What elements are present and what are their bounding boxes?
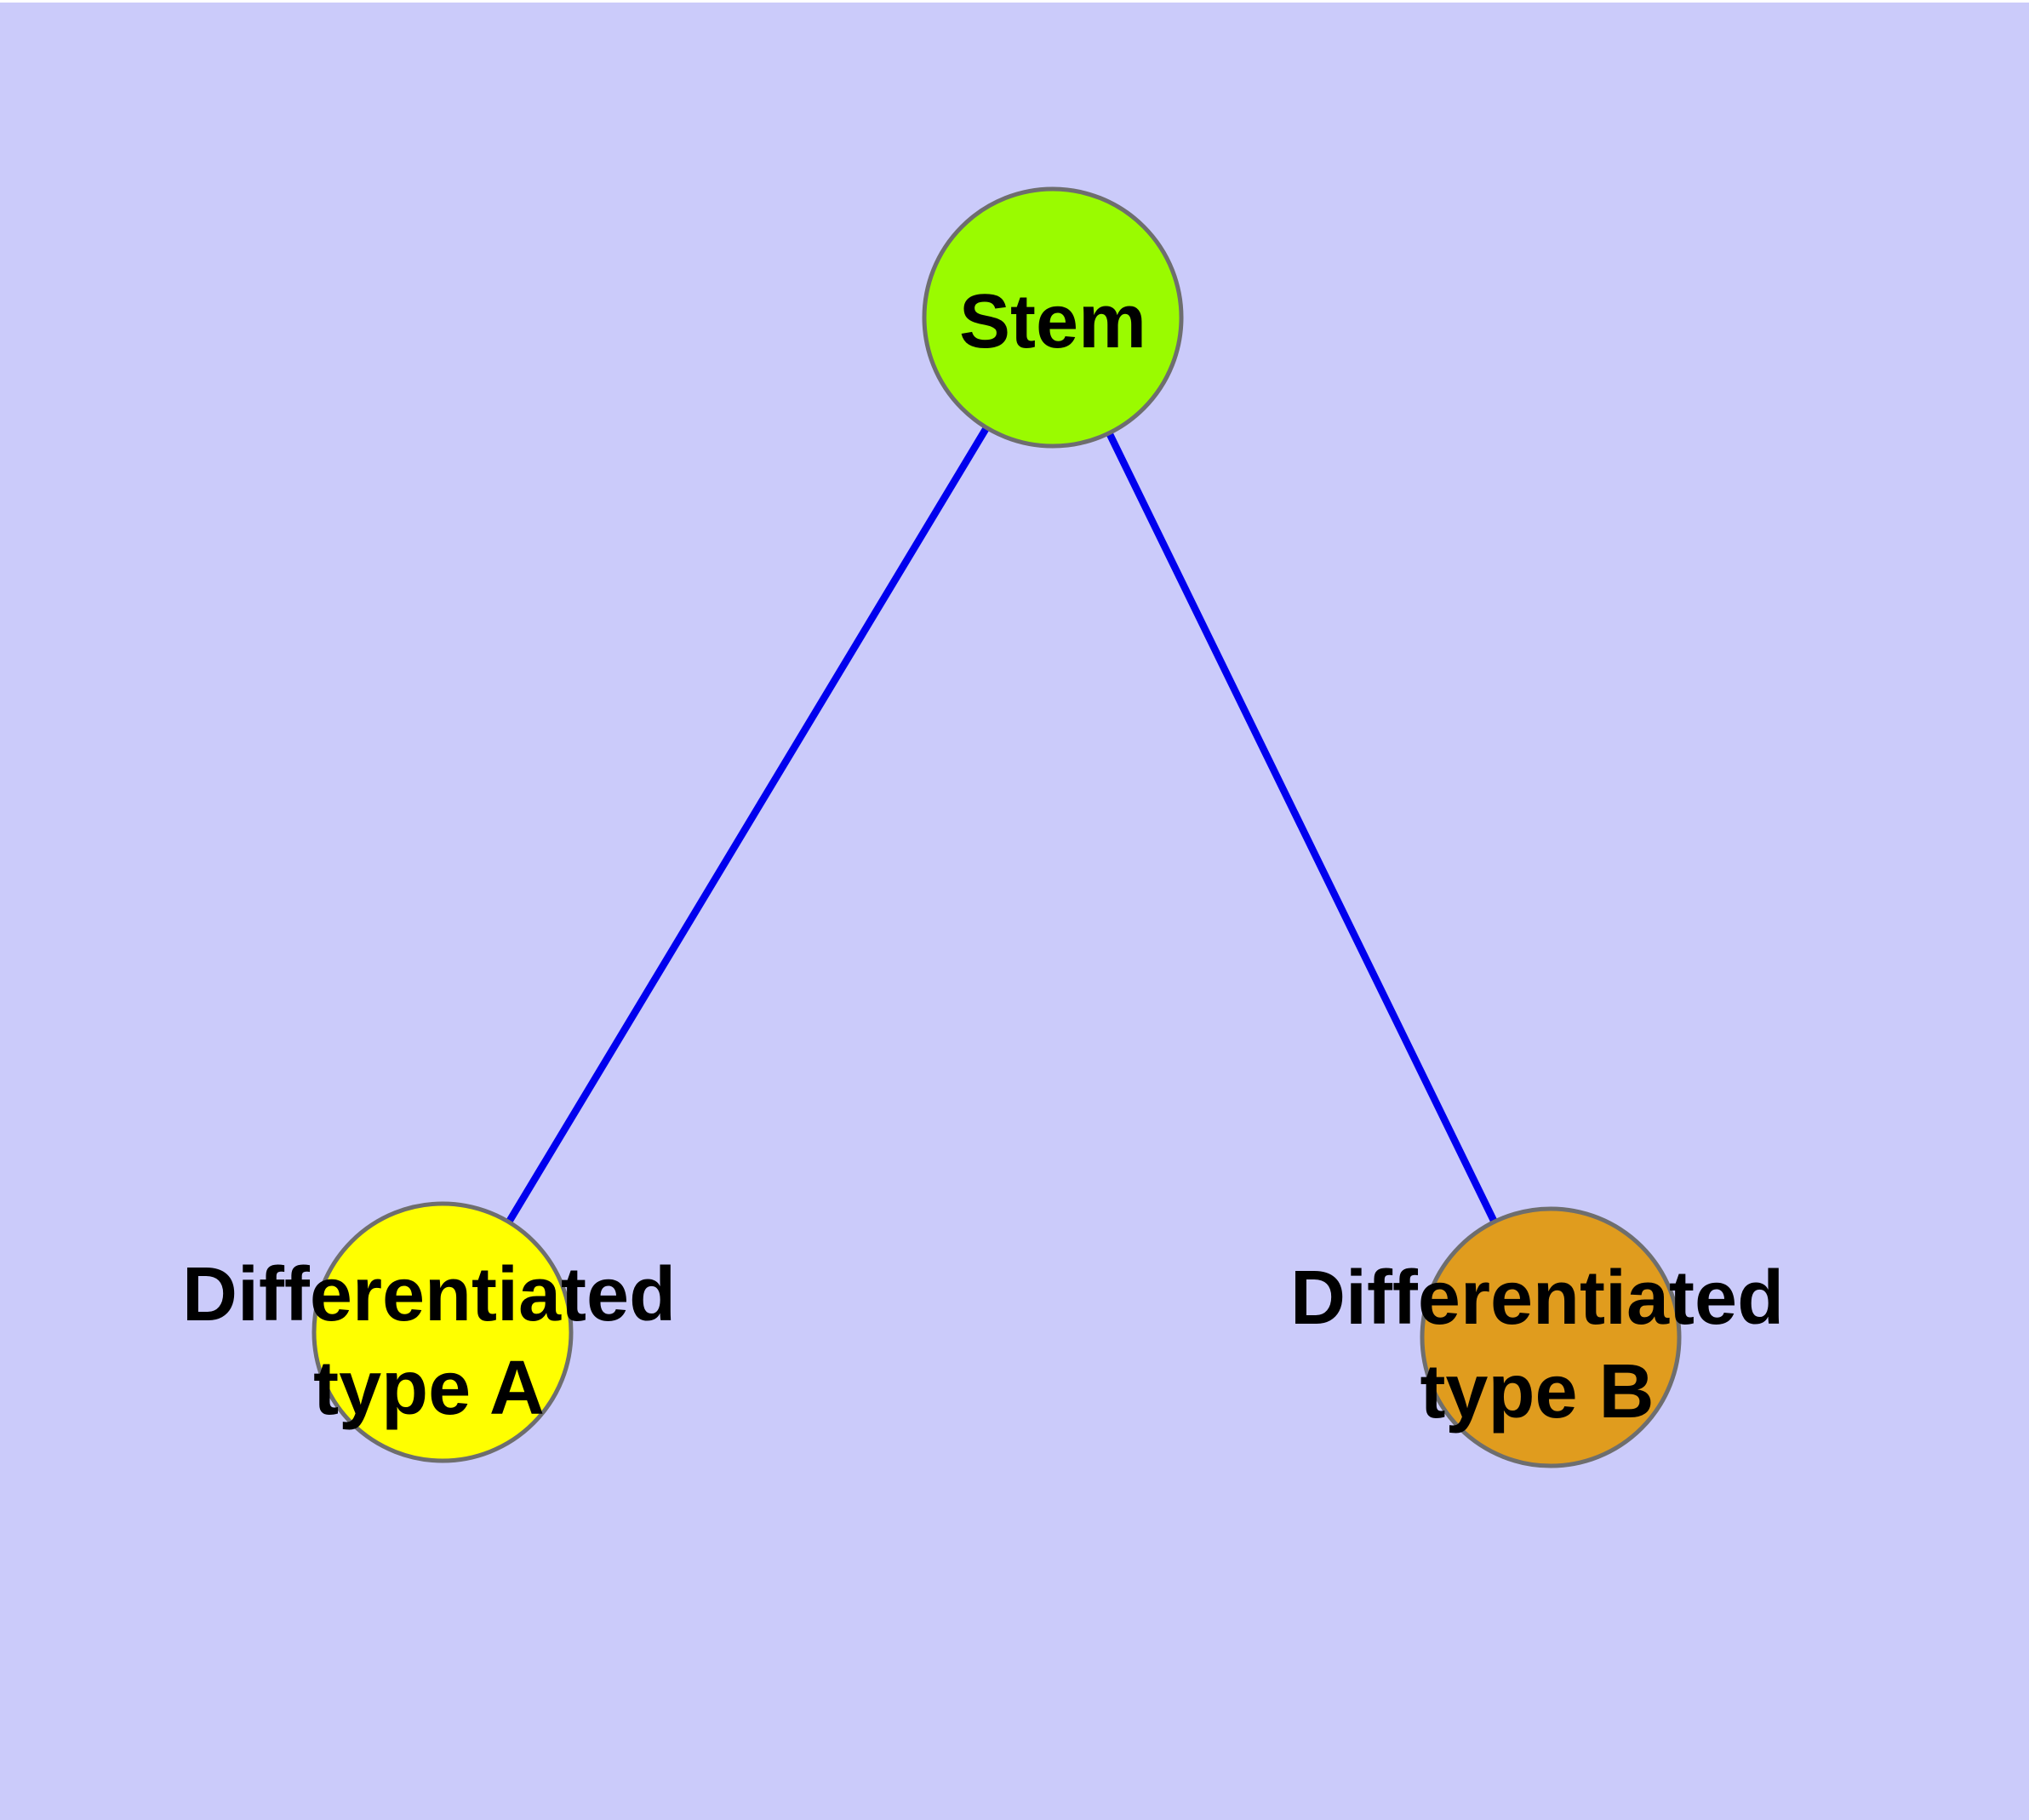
node-label-type-a-line2: type A: [313, 1346, 545, 1431]
node-label-type-b-line1: Differentiated: [1289, 1256, 1785, 1341]
node-label-differentiated-type-a: Differentiated type A: [182, 1248, 676, 1435]
node-stem[interactable]: [922, 186, 1184, 449]
node-label-type-a-line1: Differentiated: [181, 1252, 677, 1337]
edge-stem-to-type-a: [439, 315, 1056, 1335]
window-top-edge: [0, 0, 2029, 3]
node-differentiated-type-b[interactable]: [1420, 1206, 1682, 1468]
node-label-stem: Stem: [959, 275, 1146, 369]
edge-stem-to-type-b: [1049, 316, 1554, 1339]
node-differentiated-type-a[interactable]: [311, 1201, 574, 1463]
node-label-stem-line1: Stem: [958, 279, 1147, 364]
node-label-type-b-line2: type B: [1420, 1349, 1655, 1434]
node-label-differentiated-type-b: Differentiated type B: [1290, 1251, 1784, 1439]
